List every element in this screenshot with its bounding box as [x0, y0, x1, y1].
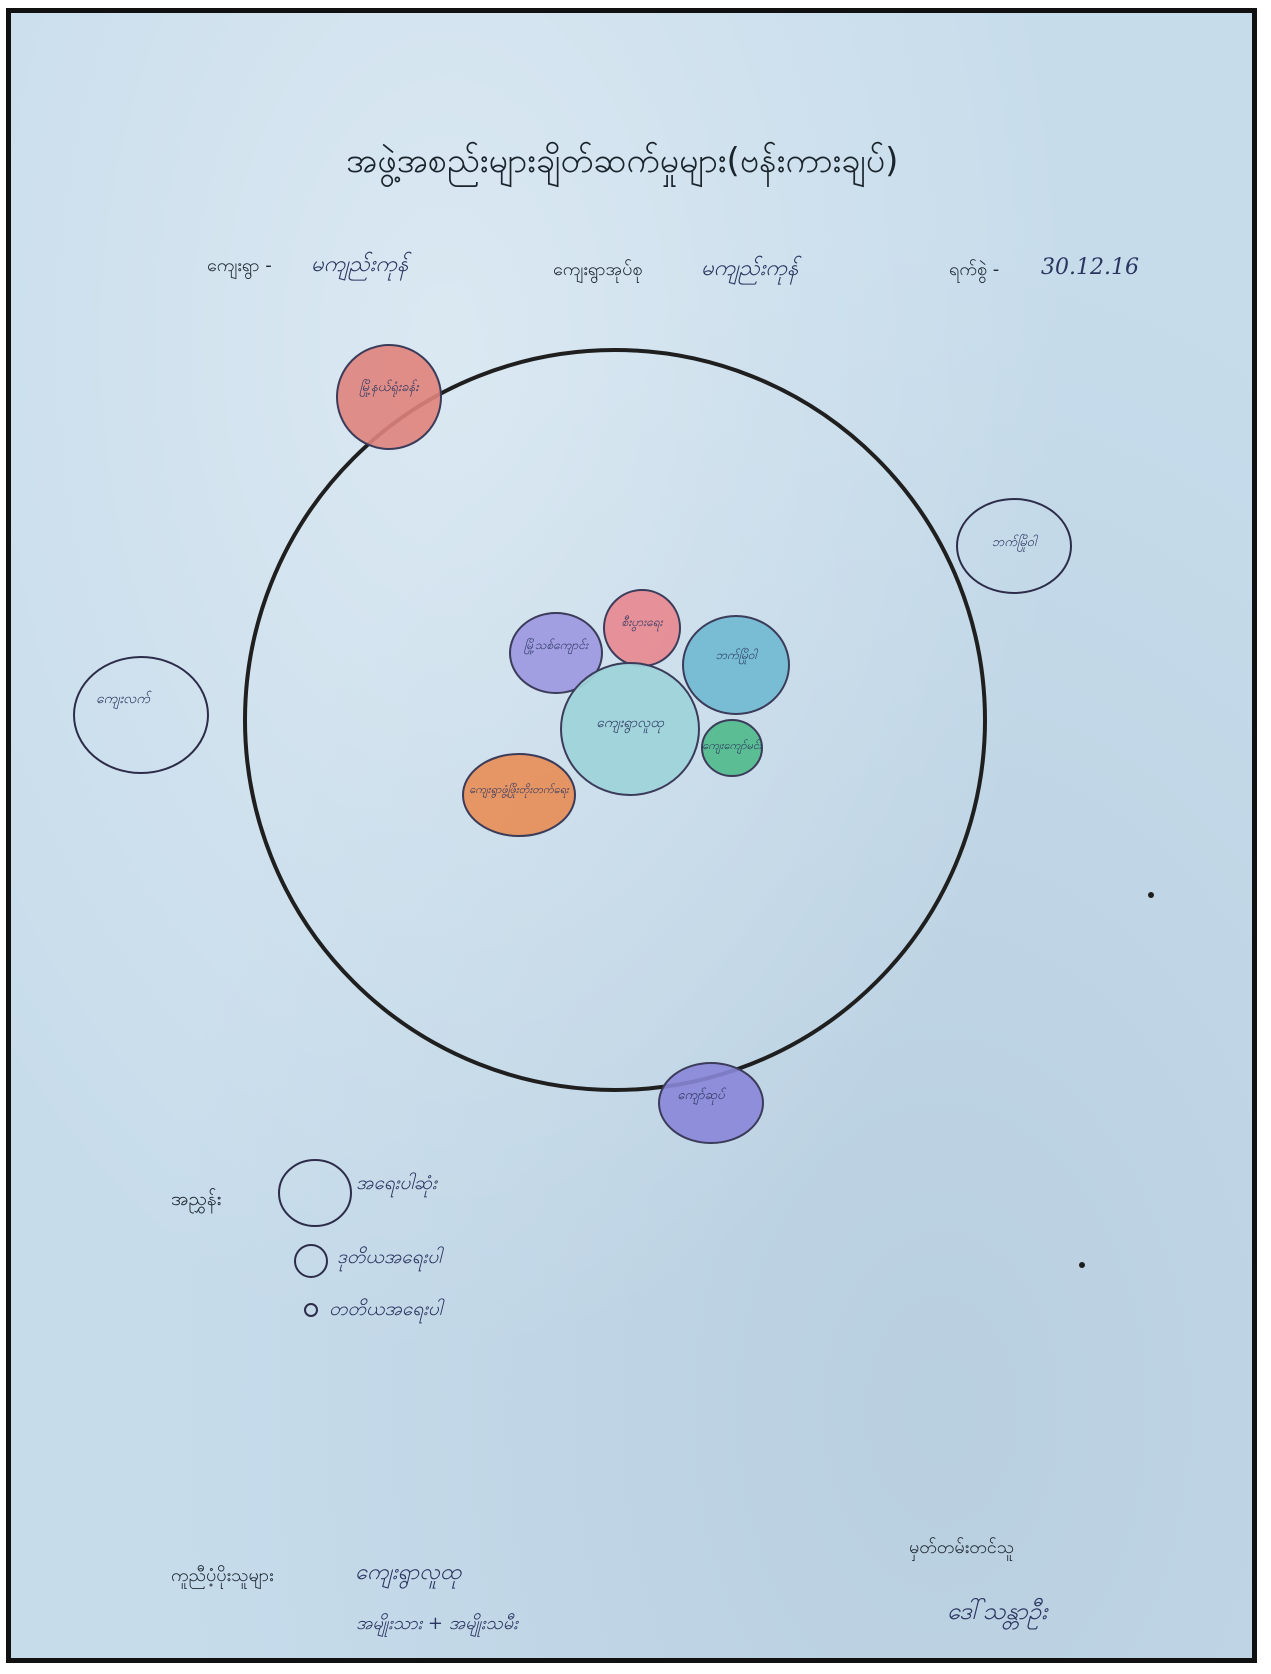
- date-label: ရက်စွဲ -: [949, 259, 1000, 280]
- inner-bubble-orange-label: ကျေးရွာဖွံ့ဖြိုးတိုးတက်ရေး: [469, 782, 570, 798]
- inner-bubble-top: စီးပွားရေး: [603, 589, 681, 667]
- outer-bubble-purple-label: ကျော်ဆုပ်: [677, 1087, 726, 1105]
- inner-bubble-top-left-label: မြို့သစ်ကျောင်း: [524, 637, 589, 655]
- date-value: 30.12.16: [1041, 255, 1139, 280]
- village-label: ကျေးရွာ -: [207, 255, 272, 276]
- legend-circle-large: [278, 1159, 352, 1227]
- participants-label: ကူညီပံ့ပိုးသူများ: [171, 1565, 274, 1586]
- inner-bubble-orange: ကျေးရွာဖွံ့ဖြိုးတိုးတက်ရေး: [462, 753, 576, 837]
- legend-circle-small: [304, 1303, 318, 1317]
- participants-value: ကျေးရွာလူထု: [355, 1560, 462, 1585]
- paper-background: [11, 13, 1252, 1658]
- page-title: အဖွဲ့အစည်းများချိတ်ဆက်မှုများ(ဗန်းကားချပ…: [346, 141, 899, 181]
- inner-bubble-center: ကျေးရွာလူထု: [560, 662, 700, 796]
- inner-bubble-green-label: ကျေးကျော်မင်း: [702, 739, 763, 754]
- legend-text-small: တတိယအရေးပါ: [329, 1298, 443, 1320]
- inner-bubble-right: ဘက်မြိုဝါ: [682, 615, 790, 715]
- recorder-value: ဒေါ်သန္တာဦး: [947, 1597, 1048, 1625]
- participants-note: အမျိုးသား + အမျိုးသမီး: [356, 1613, 518, 1634]
- inner-bubble-top-left: မြို့သစ်ကျောင်း: [509, 612, 603, 694]
- venn-diagram: မြို့နယ်ရုံးခန်း ဘက်မြိုဝါ ကျေးလက် ကျော်…: [73, 344, 1154, 1317]
- outer-bubble-red-top-label: မြို့နယ်ရုံးခန်း: [359, 378, 420, 397]
- inner-bubble-center-label: ကျေးရွာလူထု: [596, 715, 665, 734]
- legend-label: အညွှန်း: [171, 1188, 222, 1210]
- page-frame: အဖွဲ့အစည်းများချိတ်ဆက်မှုများ(ဗန်းကားချပ…: [6, 8, 1257, 1663]
- ink-speck: [1148, 892, 1154, 898]
- inner-bubble-top-label: စီးပွားရေး: [621, 615, 663, 632]
- legend-text-large: အရေးပါဆုံး: [356, 1172, 437, 1194]
- village-value: မကျည်းကုန်: [311, 252, 409, 277]
- village-tract-label: ကျေးရွာအုပ်စု: [553, 259, 643, 280]
- outer-bubble-purple-bottom: ကျော်ဆုပ်: [658, 1062, 764, 1144]
- outer-circle: [243, 348, 987, 1092]
- legend-circle-medium: [294, 1244, 328, 1278]
- recorder-label: မှတ်တမ်းတင်သူ: [909, 1537, 1015, 1558]
- outer-bubble-red-top: မြို့နယ်ရုံးခန်း: [336, 344, 442, 450]
- outer-bubble-left-label: ကျေးလက်: [96, 690, 152, 710]
- inner-bubble-green: ကျေးကျော်မင်း: [701, 719, 763, 777]
- outer-bubble-right-label: ဘက်မြိုဝါ: [992, 533, 1039, 552]
- inner-bubble-right-label: ဘက်မြိုဝါ: [716, 647, 759, 665]
- ink-speck: [1079, 1262, 1085, 1268]
- outer-bubble-left-outline: ကျေးလက်: [73, 656, 209, 774]
- village-tract-value: မကျည်းကုန်: [701, 256, 799, 281]
- legend-text-medium: ဒုတိယအရေးပါ: [337, 1246, 442, 1268]
- outer-bubble-right-outline: ဘက်မြိုဝါ: [956, 498, 1072, 594]
